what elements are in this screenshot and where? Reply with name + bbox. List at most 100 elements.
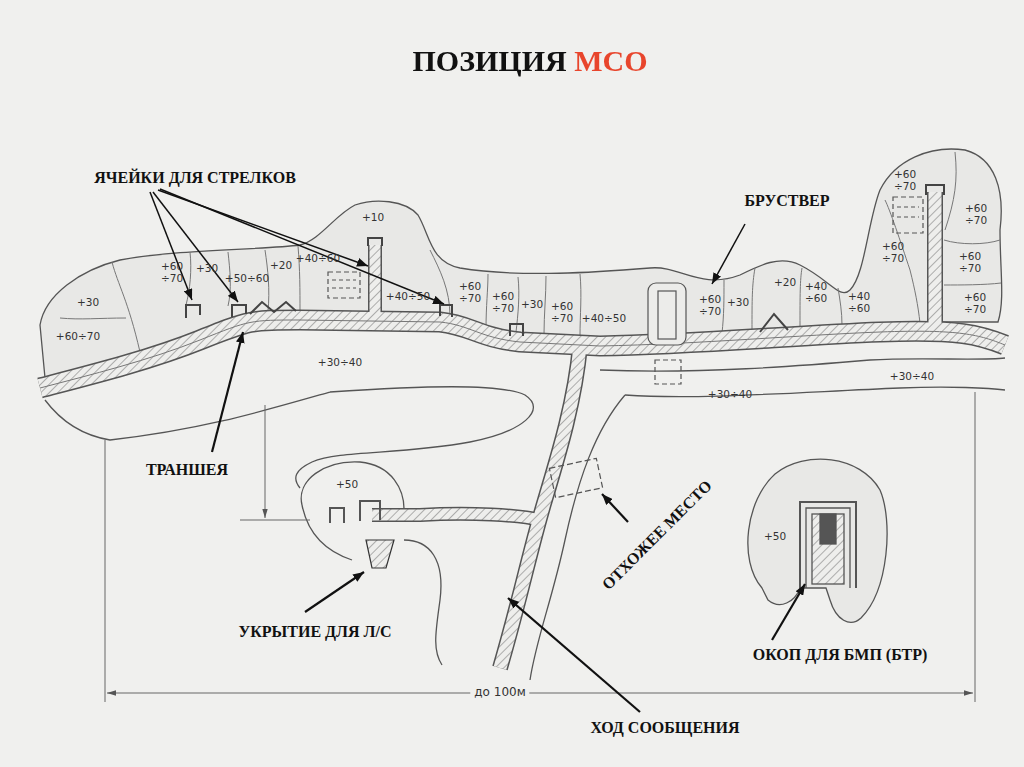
elevation-mark: +50	[764, 530, 786, 542]
zone-line	[112, 262, 140, 352]
spur-trench	[370, 245, 381, 322]
ground-outlines	[45, 358, 1005, 680]
branch-wall	[372, 514, 540, 520]
rifle-cells	[186, 185, 944, 336]
callout-label: ОКОП ДЛЯ БМП (БТР)	[753, 646, 928, 664]
branch-trench	[372, 514, 540, 520]
leader-arrow	[305, 572, 364, 612]
dimension-label: до 100м	[470, 686, 529, 699]
trench-axis	[40, 320, 1005, 388]
leader-arrow	[212, 332, 243, 452]
dashed-niche-lines	[332, 280, 356, 288]
trench-wall	[40, 320, 1005, 388]
elevation-mark: +60 ÷70	[492, 290, 514, 314]
callout-label: УКРЫТИЕ ДЛЯ Л/С	[238, 623, 391, 641]
leader-arrow	[602, 494, 628, 522]
dimension-line	[107, 693, 973, 694]
elevation-mark: +40 ÷60	[848, 290, 870, 314]
shelter-cell	[330, 508, 344, 523]
elevation-mark: +40÷50	[582, 312, 626, 324]
elevation-mark: +40÷60	[296, 252, 340, 264]
trench-system	[40, 192, 1005, 668]
rear-parapet	[600, 358, 1005, 371]
trench	[40, 320, 1005, 388]
elevation-mark: +50÷60	[225, 272, 269, 284]
zone-line	[544, 276, 546, 334]
dimension-line	[265, 405, 266, 518]
elevation-mark: +50	[336, 478, 358, 490]
callout-label: ХОД СООБЩЕНИЯ	[590, 719, 739, 737]
zone-line	[486, 274, 488, 330]
rifle-cell	[368, 238, 382, 246]
latrine-outline	[549, 458, 602, 497]
leader-lines	[150, 189, 805, 712]
vehicle-trench-wall	[800, 502, 856, 588]
extension-line	[240, 520, 310, 521]
callout-label: БРУСТВЕР	[744, 192, 829, 210]
parapet-shelter-inner	[658, 291, 676, 339]
elevation-mark: +30÷40	[890, 370, 934, 382]
elevation-mark: +40÷50	[386, 290, 430, 302]
spur-trench	[929, 192, 942, 332]
vehicle-trench	[748, 459, 887, 622]
elevation-mark: +60 ÷70	[894, 168, 916, 192]
elevation-mark: +60 ÷70	[459, 280, 481, 304]
zone-line	[580, 274, 582, 336]
rifle-cell	[926, 185, 944, 195]
rifle-cell	[232, 305, 246, 317]
shelter-ground	[404, 540, 442, 665]
elevation-mark: +30	[196, 262, 218, 274]
elevation-mark: +20	[774, 276, 796, 288]
spur-wall	[368, 245, 382, 322]
elevation-mark: +20	[270, 259, 292, 271]
vehicle-trench-parapet	[748, 459, 887, 622]
extension-line	[105, 440, 106, 702]
elevation-mark: +60 ÷70	[882, 240, 904, 264]
rifle-cell	[250, 302, 296, 314]
elevation-mark: +60 ÷70	[551, 300, 573, 324]
rear-parapet	[45, 392, 330, 440]
shelter-hill	[302, 505, 352, 560]
zone-line	[944, 283, 1001, 285]
vehicle-trench-pit	[812, 514, 844, 584]
dashed-niche	[328, 272, 360, 298]
zone-line	[60, 318, 126, 320]
callout-label: ОТХОЖЕЕ МЕСТО	[599, 477, 716, 594]
rear-ground	[530, 395, 625, 680]
leader-arrow	[772, 584, 805, 640]
vehicle-trench-wall	[806, 508, 850, 588]
title: ПОЗИЦИЯ МСО	[413, 44, 648, 77]
zone-line	[838, 288, 842, 325]
rear-ground	[625, 387, 1005, 396]
elevation-zone-lines	[60, 152, 1001, 352]
shelter-cell	[360, 501, 380, 521]
communication-trench	[500, 346, 580, 668]
elevation-mark: +60 ÷70	[699, 293, 721, 317]
elevation-mark: +30÷40	[318, 356, 362, 368]
elevation-mark: +30÷40	[708, 388, 752, 400]
zone-line	[945, 152, 956, 230]
spur-wall	[927, 192, 943, 332]
elevation-mark: +60 ÷70	[959, 250, 981, 274]
dimension-lines	[105, 392, 975, 702]
rear-ground-loop	[296, 387, 534, 488]
zone-line	[944, 240, 1000, 244]
personnel-shelter	[366, 540, 394, 568]
callout-label: ТРАНШЕЯ	[146, 461, 228, 479]
elevation-mark: +40 ÷60	[805, 280, 827, 304]
zone-line	[752, 268, 755, 330]
zone-line	[722, 280, 724, 333]
parapet-shelter	[648, 283, 686, 345]
dashed-niche-lines	[897, 207, 919, 217]
dashed-niche	[655, 360, 681, 384]
leader-arrow	[712, 224, 745, 284]
elevation-mark: +60÷70	[56, 330, 100, 342]
rifle-cell	[510, 324, 523, 336]
vehicle-trench-ramp	[820, 514, 836, 544]
leader-arrow	[150, 192, 192, 300]
rifle-cell	[186, 305, 200, 318]
elevation-mark: +30	[727, 296, 749, 308]
elevation-mark: +60 ÷70	[161, 260, 183, 284]
